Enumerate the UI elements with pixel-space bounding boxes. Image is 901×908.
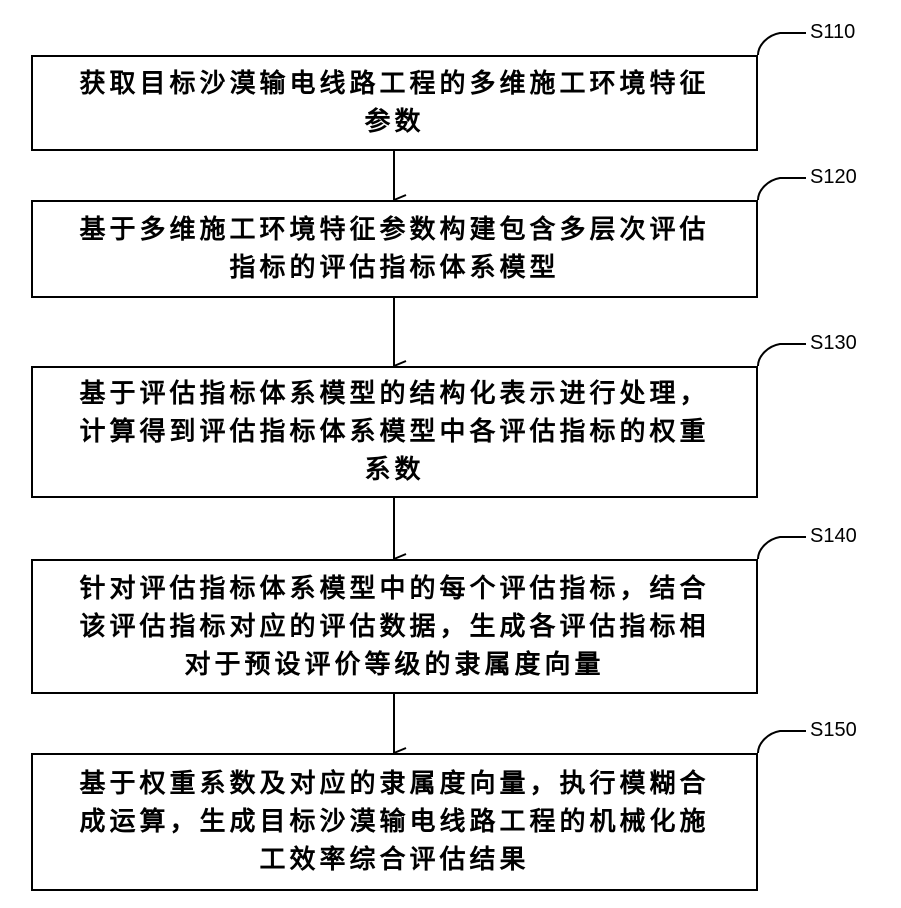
step-text-s130: 基于评估指标体系模型的结构化表示进行处理，计算得到评估指标体系模型中各评估指标的… xyxy=(75,375,715,489)
step-label-s130: S130 xyxy=(810,332,857,355)
step-label-s140: S140 xyxy=(810,525,857,548)
step-text-s150: 基于权重系数及对应的隶属度向量，执行模糊合成运算，生成目标沙漠输电线路工程的机械… xyxy=(75,765,715,879)
leader-s140 xyxy=(758,537,806,559)
step-label-s150: S150 xyxy=(810,719,857,742)
leader-s120 xyxy=(758,178,806,200)
step-box-s110: 获取目标沙漠输电线路工程的多维施工环境特征参数 xyxy=(31,55,758,151)
step-label-s110: S110 xyxy=(810,21,855,44)
step-label-s120: S120 xyxy=(810,166,857,189)
leader-s130 xyxy=(758,344,806,366)
step-text-s140: 针对评估指标体系模型中的每个评估指标，结合该评估指标对应的评估数据，生成各评估指… xyxy=(75,570,715,684)
leader-s110 xyxy=(758,33,806,55)
step-box-s130: 基于评估指标体系模型的结构化表示进行处理，计算得到评估指标体系模型中各评估指标的… xyxy=(31,366,758,498)
step-box-s140: 针对评估指标体系模型中的每个评估指标，结合该评估指标对应的评估数据，生成各评估指… xyxy=(31,559,758,694)
step-text-s120: 基于多维施工环境特征参数构建包含多层次评估指标的评估指标体系模型 xyxy=(75,211,715,287)
leader-s150 xyxy=(758,731,806,753)
step-box-s120: 基于多维施工环境特征参数构建包含多层次评估指标的评估指标体系模型 xyxy=(31,200,758,298)
step-text-s110: 获取目标沙漠输电线路工程的多维施工环境特征参数 xyxy=(75,65,715,141)
step-box-s150: 基于权重系数及对应的隶属度向量，执行模糊合成运算，生成目标沙漠输电线路工程的机械… xyxy=(31,753,758,891)
